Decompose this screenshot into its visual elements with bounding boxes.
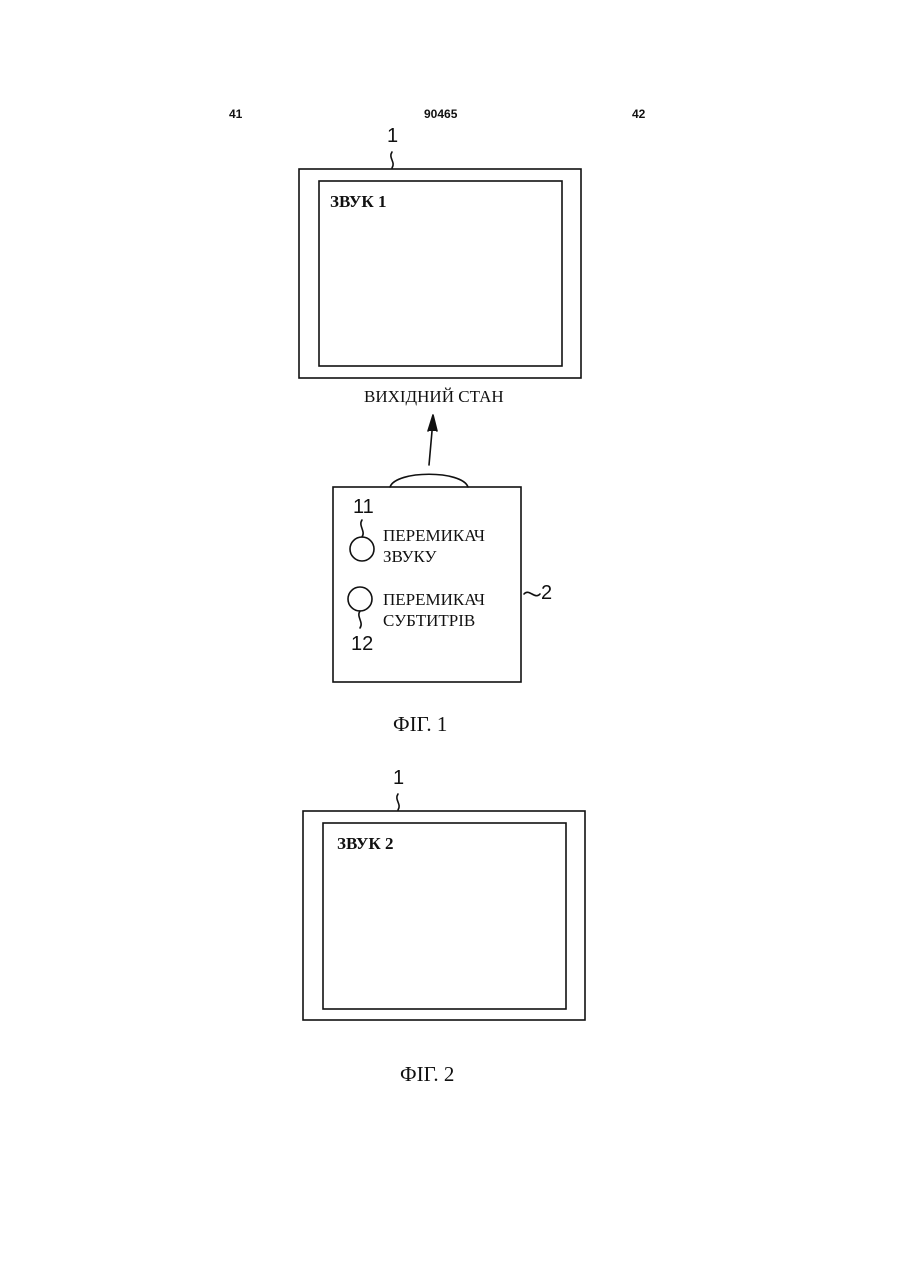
fig2-screen-text: ЗВУК 2: [337, 835, 394, 852]
fig1-caption: ФІГ. 1: [393, 714, 447, 735]
fig1-tv-ref-number: 1: [387, 126, 398, 146]
fig1-sound-switch-label: ПЕРЕМИКАЧ ЗВУКУ: [383, 525, 523, 567]
fig2-tv-ref-number: 1: [393, 768, 404, 788]
fig1-remote-ir-window: [390, 474, 468, 487]
fig1-state-label: ВИХІДНИЙ СТАН: [364, 388, 504, 405]
fig1-sound-switch-leader: [361, 520, 363, 537]
fig1-subtitle-switch-circle: [348, 587, 372, 611]
fig1-remote-ref-number: 2: [541, 583, 552, 603]
fig1-subtitle-switch-ref: 12: [351, 634, 373, 654]
fig1-sound-switch-circle: [350, 537, 374, 561]
fig1-subtitle-switch-label-line1: ПЕРЕМИКАЧ: [383, 589, 523, 610]
fig2-tv-leader-line: [397, 794, 399, 810]
fig1-tv-leader-line: [391, 152, 393, 168]
fig1-subtitle-switch-label: ПЕРЕМИКАЧ СУБТИТРІВ: [383, 589, 523, 631]
fig1-sound-switch-label-line1: ПЕРЕМИКАЧ: [383, 525, 523, 546]
fig1-subtitle-switch-leader: [359, 611, 361, 628]
fig1-subtitle-switch-label-line2: СУБТИТРІВ: [383, 610, 523, 631]
fig1-sound-switch-ref: 11: [353, 497, 374, 517]
fig1-sound-switch-label-line2: ЗВУКУ: [383, 546, 523, 567]
fig1-screen-text: ЗВУК 1: [330, 193, 387, 210]
fig2-caption: ФІГ. 2: [400, 1064, 454, 1085]
fig1-signal-arrow-head: [428, 415, 437, 431]
fig1-remote-leader-line: [524, 592, 540, 595]
